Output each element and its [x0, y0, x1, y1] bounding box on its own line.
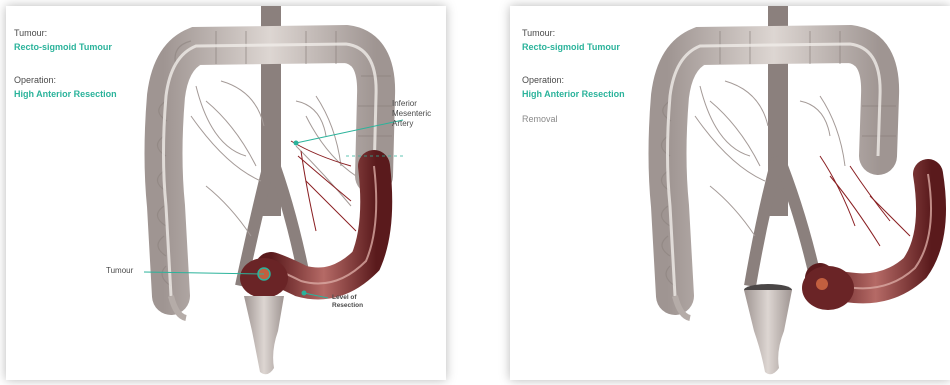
artery-label-line3: Artery: [392, 119, 413, 129]
operation-label: Operation:: [522, 75, 564, 86]
tumour-label: Tumour:: [522, 28, 555, 39]
artery-label-line2: Mesenteric: [392, 109, 431, 119]
rectal-stump: [744, 290, 792, 374]
panel-before-resection: Tumour: Recto-sigmoid Tumour Operation: …: [6, 6, 446, 380]
artery-label-line1: Inferior: [392, 99, 417, 109]
tumour-value: Recto-sigmoid Tumour: [14, 42, 112, 53]
tumour-label: Tumour:: [14, 28, 47, 39]
tumour-value: Recto-sigmoid Tumour: [522, 42, 620, 53]
operation-label: Operation:: [14, 75, 56, 86]
colon-diagram-before: [6, 6, 446, 380]
tumour-annotation: Tumour: [106, 266, 133, 276]
operation-value: High Anterior Resection: [14, 89, 117, 100]
colon-diagram-after: [510, 6, 950, 380]
stage-label: Removal: [522, 114, 558, 125]
resection-label-line1: Level of: [332, 294, 357, 302]
artery-branches: [291, 141, 356, 231]
rectum: [244, 296, 284, 374]
panel-after-removal: Tumour: Recto-sigmoid Tumour Operation: …: [510, 6, 950, 380]
resection-label-line2: Resection: [332, 302, 363, 310]
operation-value: High Anterior Resection: [522, 89, 625, 100]
